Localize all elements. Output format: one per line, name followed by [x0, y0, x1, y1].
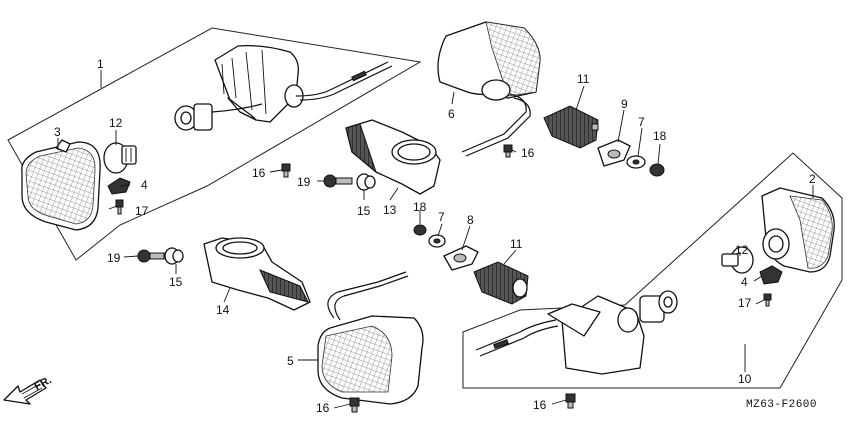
label-4-right: 4	[741, 275, 748, 289]
label-16-b: 16	[316, 401, 330, 415]
washer-7-right	[626, 155, 646, 169]
label-17-left: 17	[135, 204, 149, 218]
nut-18-right	[649, 163, 665, 177]
screw-19-upper	[323, 174, 353, 188]
wire-lead-lower-left	[327, 271, 409, 321]
wire-lead-upper-left	[295, 61, 393, 101]
label-3: 3	[54, 125, 61, 139]
socket-4-right	[759, 265, 783, 285]
label-18-right: 18	[653, 129, 667, 143]
label-10: 10	[738, 372, 752, 386]
right-assembly-frame	[462, 152, 843, 389]
label-7-center: 7	[438, 210, 445, 224]
screw-16-center-right	[503, 144, 513, 158]
label-7-right: 7	[638, 115, 645, 129]
mount-stay-14	[203, 237, 311, 311]
turn-signal-lens-2	[761, 187, 835, 273]
housing-shell-lower-right	[547, 295, 645, 375]
left-assembly-frame	[7, 27, 422, 261]
nut-18-center	[413, 224, 427, 236]
label-19-lower: 19	[107, 251, 121, 265]
gasket-9	[597, 139, 631, 167]
label-13: 13	[383, 203, 397, 217]
label-1: 1	[97, 57, 104, 71]
turn-signal-lens-3	[21, 139, 101, 231]
screw-17-right	[763, 293, 772, 307]
label-11-upper: 11	[577, 72, 590, 86]
leader-lines	[57, 70, 814, 409]
part-labels: 1 3 12 4 17 16 19 15 13 19 15 14 5 16 6 …	[54, 57, 816, 415]
gasket-8-center	[443, 245, 479, 271]
diagram-code: MZ63-F2600	[746, 399, 817, 411]
socket-body-11-center	[473, 261, 529, 305]
front-direction-arrow-icon	[3, 379, 47, 405]
label-16-c: 16	[521, 146, 535, 160]
label-12-left: 12	[109, 116, 123, 130]
socket-assembly-upper-left	[174, 103, 263, 131]
screw-16-bottom-left	[349, 397, 360, 413]
bulb-12-right	[721, 246, 754, 274]
bulb-12-left	[103, 142, 137, 174]
turn-signal-lens-6	[437, 21, 541, 101]
label-12-right: 12	[735, 243, 749, 257]
collar-15-upper	[356, 173, 376, 191]
label-6: 6	[448, 107, 455, 121]
socket-body-11-upper	[543, 105, 599, 149]
screw-19-lower	[137, 249, 165, 263]
screw-16-bottom-right	[565, 393, 576, 409]
collar-15-lower	[164, 247, 184, 265]
label-15-lower: 15	[169, 275, 183, 289]
wire-lead-lower-right	[475, 319, 559, 357]
front-direction-label: FR.	[32, 374, 53, 393]
label-2: 2	[809, 172, 816, 186]
socket-4-left	[107, 177, 131, 195]
label-15-upper: 15	[357, 204, 371, 218]
label-4-left: 4	[141, 178, 148, 192]
screw-16-left-upper	[281, 163, 291, 178]
washer-7-center	[428, 234, 446, 248]
socket-assembly-lower-right	[639, 290, 678, 323]
label-5: 5	[287, 354, 294, 368]
label-18-center: 18	[413, 200, 427, 214]
housing-shell-upper-left	[214, 44, 304, 123]
label-9: 9	[621, 97, 628, 111]
label-11-center: 11	[510, 237, 523, 251]
label-8: 8	[467, 213, 474, 227]
label-17-right: 17	[738, 296, 752, 310]
label-16-d: 16	[533, 398, 547, 412]
label-14: 14	[216, 303, 230, 317]
screw-17-left	[115, 199, 124, 215]
label-19-upper: 19	[297, 175, 311, 189]
turn-signal-lens-5	[317, 315, 424, 405]
label-16-a: 16	[252, 166, 266, 180]
mount-stay-13	[345, 119, 441, 195]
wire-lead-upper-right	[461, 93, 531, 157]
